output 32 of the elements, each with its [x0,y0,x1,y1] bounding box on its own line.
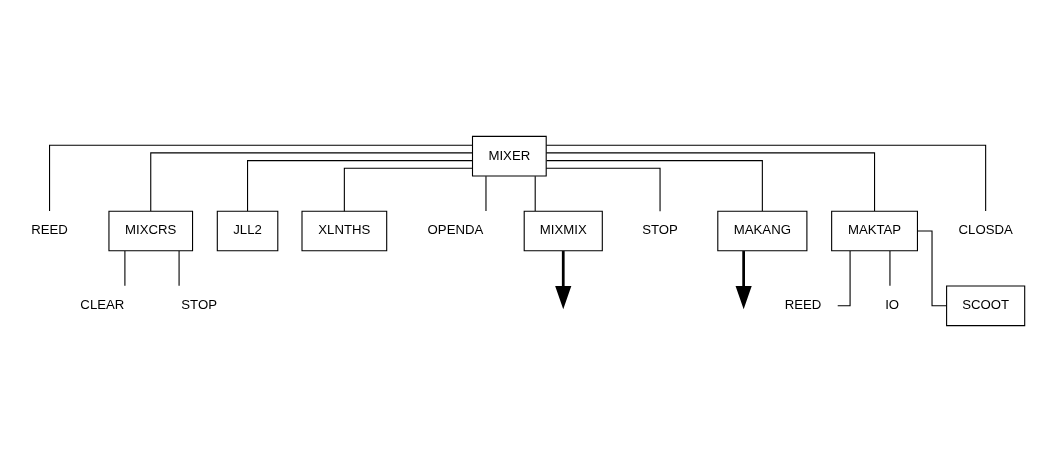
connector [124,250,126,287]
node-text: CLOSDA [958,222,1013,238]
node-box: XLNTHS [301,210,388,252]
connector [485,175,487,212]
connector [545,152,876,212]
node-box: SCOOT [946,285,1026,327]
node-text: IO [885,297,900,313]
node-box: MIXMIX [523,210,603,252]
node-box: MIXER [471,135,547,177]
node-box: MIXCRS [108,210,194,252]
connector [917,230,947,307]
arrow [555,251,572,310]
node-text: STOP [181,297,217,313]
connector [178,250,180,287]
node-text: REED [784,297,822,313]
connector [546,160,763,212]
node-box: JLL2 [216,210,279,252]
connector [247,160,473,212]
connector [343,167,473,212]
connector [49,144,474,212]
connector [534,175,536,212]
node-box: MAKTAP [831,210,918,252]
node-text: STOP [642,222,678,238]
connector [545,167,661,212]
node-text: CLEAR [80,297,125,313]
connector [545,144,987,212]
connector [889,250,891,287]
connector [150,152,473,212]
node-box: MAKANG [717,210,808,252]
arrow [735,251,752,310]
node-text: OPENDA [427,222,484,238]
node-text: REED [31,222,68,238]
